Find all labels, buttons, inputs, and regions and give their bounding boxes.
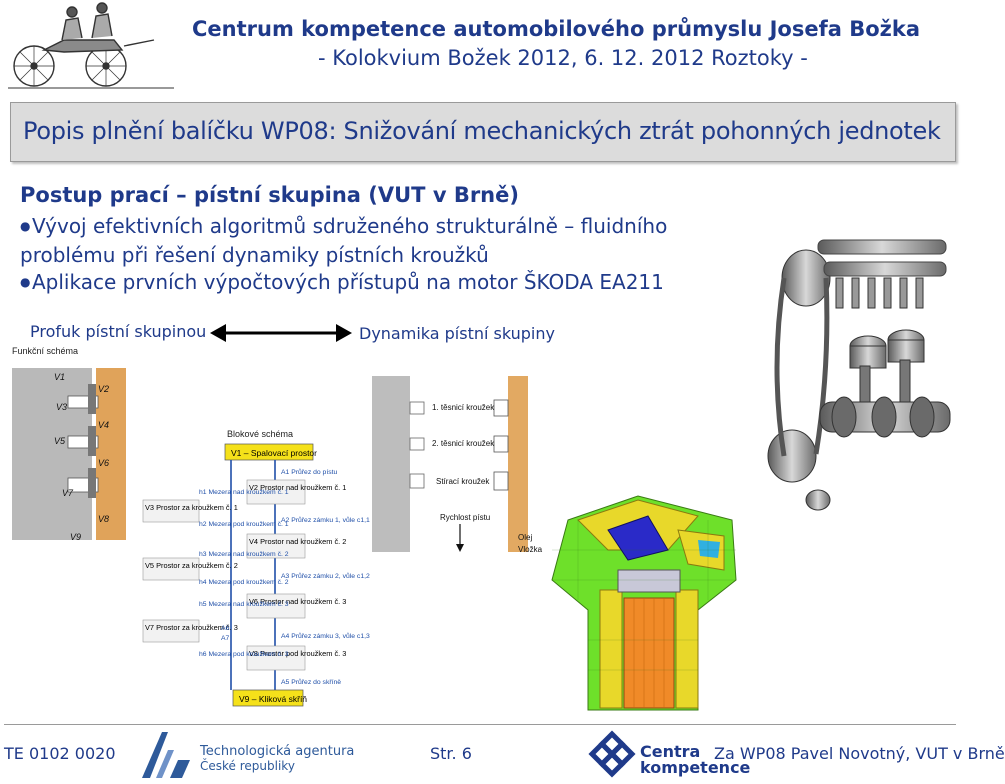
block-h6: h6 Mezera pod kroužkem č. 3 [199,651,289,658]
block-title: Blokové schéma [227,429,293,439]
block-v6: V6 Prostor nad kroužkem č. 3 [249,597,346,606]
block-a2: A2 Průřez zámku 1, vůle c1,1 [281,516,370,524]
funk-label-v8: V8 [98,514,109,524]
block-h5: h5 Mezera nad kroužkem č. 3 [199,601,289,608]
liner-label: Vložka [518,545,543,554]
funk-label-v4: V4 [98,420,109,430]
piston-speed-label: Rychlost pístu [440,513,490,522]
ring-label-1: 1. těsnicí kroužek [432,403,495,412]
double-arrow-icon [210,324,352,342]
footer-project-code: TE 0102 0020 [4,744,116,763]
label-profuk: Profuk pístní skupinou [30,322,207,341]
header-title: Centrum kompetence automobilového průmys… [192,17,920,41]
oil-label: Olej [518,533,532,542]
bullet-1-line2: problému při řešení dynamiky pístních kr… [20,243,489,267]
slide: Centrum kompetence automobilového průmys… [4,2,1005,780]
block-h2: h2 Mezera pod kroužkem č. 1 [199,521,289,528]
funkcni-schema-figure: Funkční schéma V1 V2 V3 V4 V5 V6 V7 V8 V… [12,346,126,542]
funk-label-v7: V7 [62,488,74,498]
engine-render-figure [767,239,951,511]
block-h4: h4 Mezera pod kroužkem č. 2 [199,579,289,586]
ring-label-3: Stírací kroužek [436,477,490,486]
tacr-logo-icon [142,732,190,778]
footer-author: Za WP08 Pavel Novotný, VUT v Brně [714,744,1005,763]
block-v8: V8 Prostor pod kroužkem č. 3 [249,649,346,658]
block-v3: V3 Prostor za kroužkem č. 1 [145,503,238,512]
bullet-dot-icon: ● [20,219,31,233]
piston-rings-figure: 1. těsnicí kroužek 2. těsnicí kroužek St… [372,376,548,554]
block-v4: V4 Prostor nad kroužkem č. 2 [249,537,346,546]
funk-label-v1: V1 [54,372,65,382]
label-dynamika: Dynamika pístní skupiny [359,324,555,343]
tacr-line1: Technologická agentura [200,744,355,759]
block-bottom: V9 – Kliková skříň [239,694,307,704]
ck-line1: Centra [640,742,701,761]
block-a5: A5 Průřez do skříně [281,678,341,686]
block-a4: A4 Průřez zámku 3, vůle c1,3 [281,632,370,640]
block-h3: h3 Mezera nad kroužkem č. 2 [199,551,289,558]
footer-page-number: Str. 6 [430,744,472,763]
block-a6: A6 [221,625,230,632]
funk-label-v9: V9 [70,532,81,542]
section-heading: Postup prací – pístní skupina (VUT v Brn… [20,183,519,207]
block-v7: V7 Prostor za kroužkem č. 3 [145,623,238,632]
block-a7: A7 [221,635,230,642]
bullet-2-line1: Aplikace prvních výpočtových přístupů na… [32,270,664,294]
funk-label-v6: V6 [98,458,109,468]
block-v5: V5 Prostor za kroužkem č. 2 [145,561,238,570]
veteran-car-logo [8,2,174,89]
slide-title: Popis plnění balíčku WP08: Snižování mec… [23,117,941,145]
funk-label-v5: V5 [54,436,66,446]
block-v2: V2 Prostor nad kroužkem č. 1 [249,483,346,492]
funk-label-v2: V2 [98,384,109,394]
centra-kompetence-icon [588,730,636,778]
ck-line2: kompetence [640,758,751,777]
bullet-1-line1: Vývoj efektivních algoritmů sdruženého s… [32,214,668,238]
ring-label-2: 2. těsnicí kroužek [432,439,495,448]
header-subtitle: - Kolokvium Božek 2012, 6. 12. 2012 Rozt… [318,46,808,70]
funk-title: Funkční schéma [12,346,78,356]
tacr-logo: Technologická agentura České republiky [138,728,354,780]
footer-divider [4,724,956,725]
bullet-1: ●Vývoj efektivních algoritmů sdruženého … [20,214,667,238]
centra-kompetence-logo: Centra kompetence [588,730,750,780]
fem-model-figure [551,495,737,711]
block-a3: A3 Průřez zámku 2, vůle c1,2 [281,572,370,580]
tacr-line2: České republiky [200,759,295,773]
block-top: V1 – Spalovací prostor [231,448,317,458]
bullet-1-cont: problému při řešení dynamiky pístních kr… [20,243,489,267]
slide-title-box: Popis plnění balíčku WP08: Snižování mec… [10,102,956,162]
block-h1: h1 Mezera nad kroužkem č. 1 [199,489,289,496]
bullet-2: ●Aplikace prvních výpočtových přístupů n… [20,270,664,294]
block-a1: A1 Průřez do pístu [281,468,338,476]
funk-label-v3: V3 [56,402,67,412]
bullet-dot-icon: ● [20,275,31,289]
blokove-schema-figure: Blokové schéma V1 – Spalovací prostor V2… [142,429,370,707]
